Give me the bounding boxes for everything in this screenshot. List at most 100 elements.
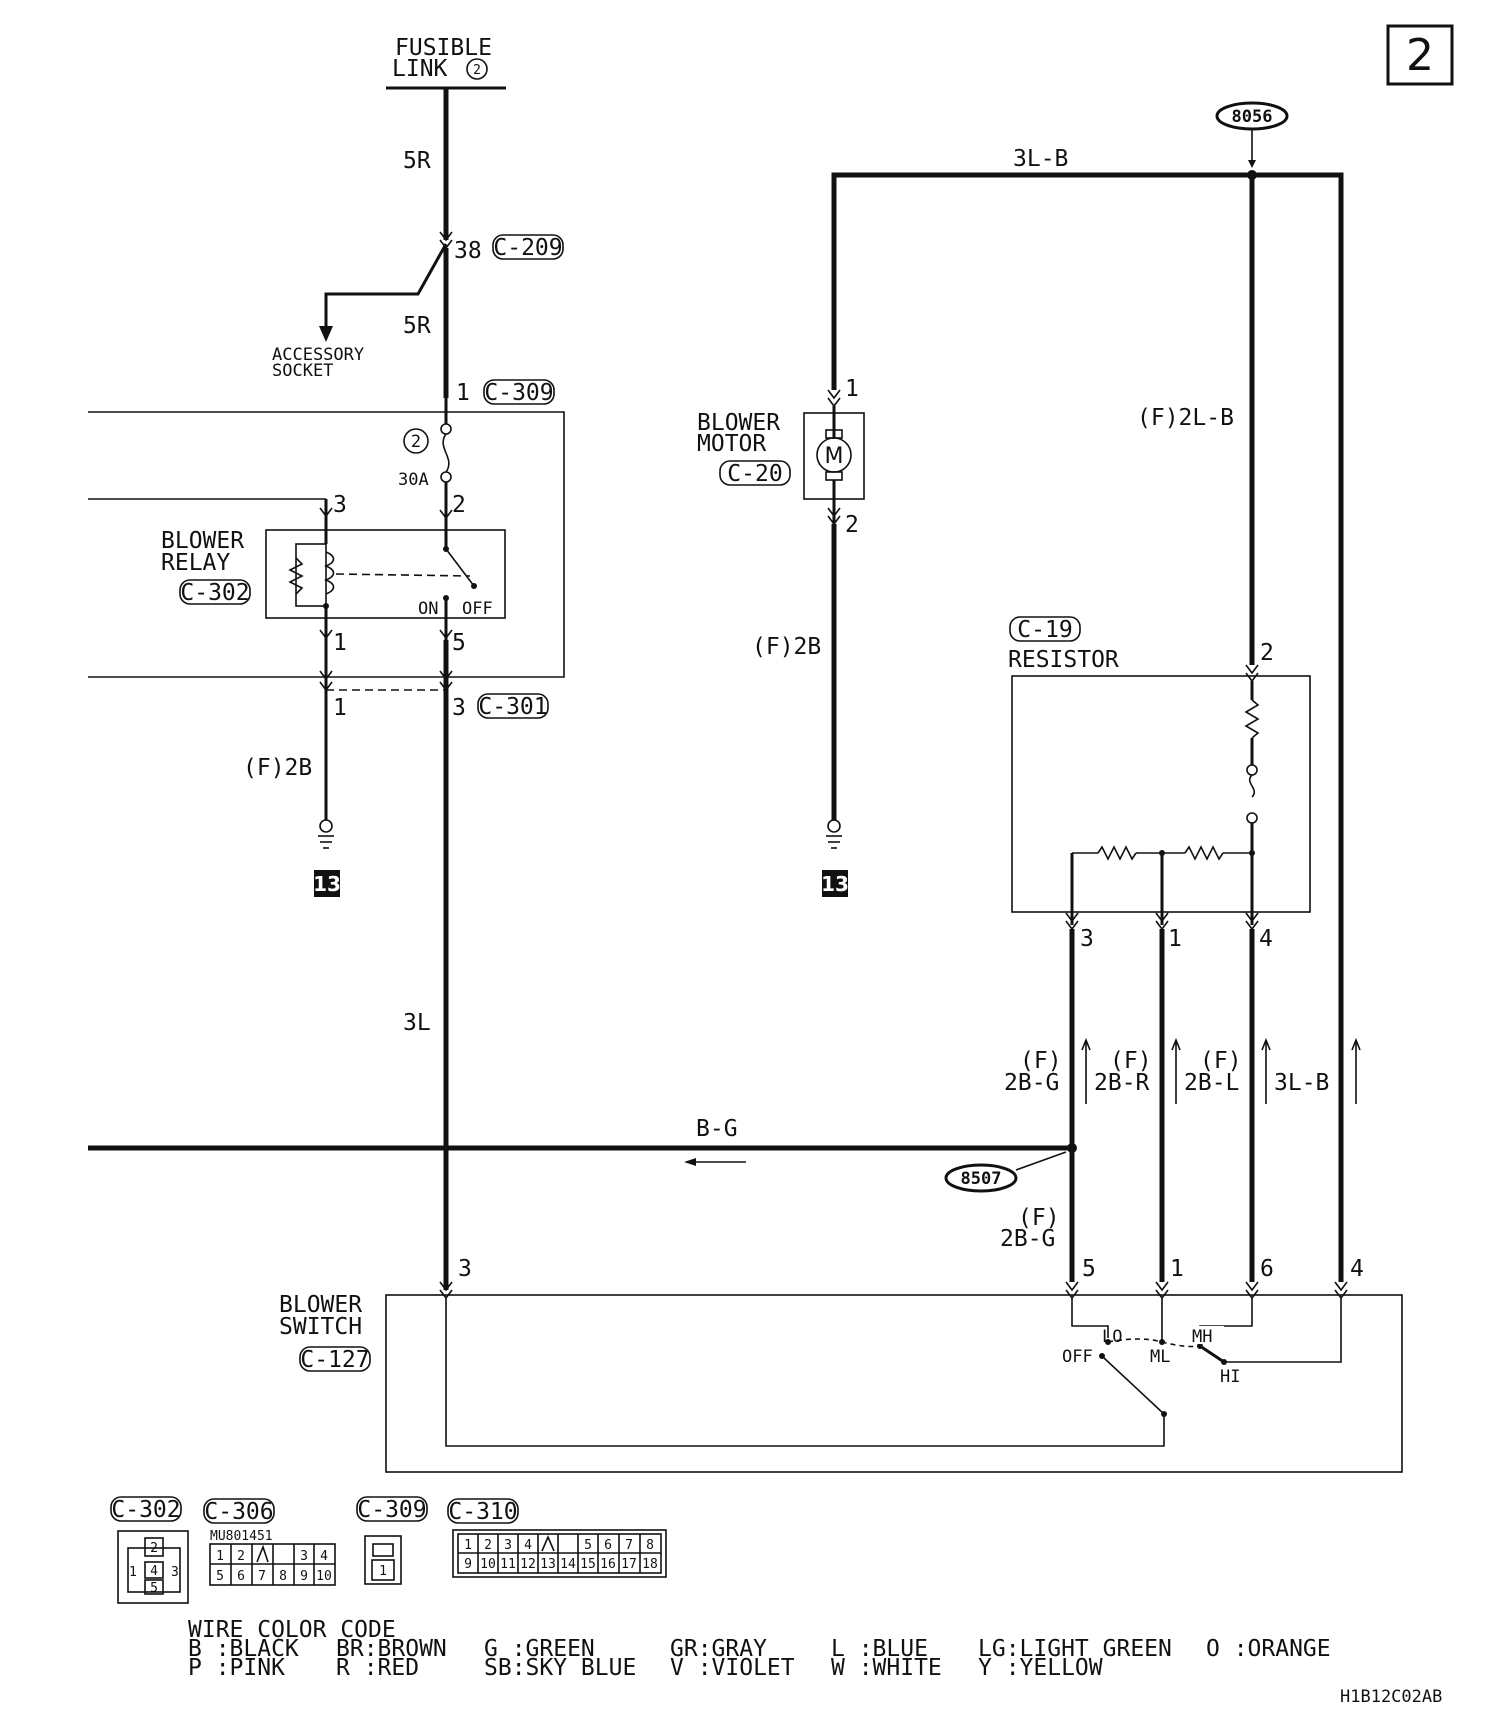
svg-text:4: 4 [1350, 1256, 1364, 1282]
svg-text:(F): (F) [1018, 1205, 1060, 1231]
svg-text:Y :YELLOW: Y :YELLOW [978, 1655, 1103, 1681]
svg-text:HI: HI [1220, 1367, 1240, 1387]
fuse-30a: 2 30A [398, 398, 453, 532]
connector-view-c306: C-306 MU801451 1 2 3 4 5 6 7 8 9 10 [203, 1498, 336, 1586]
svg-text:3: 3 [1080, 926, 1094, 952]
svg-text:2: 2 [237, 1549, 245, 1564]
svg-text:3: 3 [171, 1565, 179, 1580]
blower-motor: BLOWER MOTOR M 13 [697, 389, 865, 897]
svg-text:5R: 5R [403, 313, 431, 339]
document-code: H1B12C02AB [1340, 1687, 1442, 1707]
svg-text:10: 10 [480, 1557, 496, 1572]
svg-text:GR:GRAY: GR:GRAY [670, 1636, 767, 1662]
svg-text:14: 14 [560, 1557, 576, 1572]
svg-text:6: 6 [1260, 1256, 1274, 1282]
svg-text:1: 1 [216, 1549, 224, 1564]
svg-text:2: 2 [1260, 640, 1274, 666]
svg-text:MOTOR: MOTOR [697, 431, 766, 457]
svg-text:B :BLACK: B :BLACK [188, 1636, 299, 1662]
svg-text:(F)2B: (F)2B [243, 755, 312, 781]
svg-text:MU801451: MU801451 [210, 1529, 273, 1544]
svg-text:5: 5 [150, 1581, 158, 1596]
svg-text:5: 5 [216, 1569, 224, 1584]
svg-text:9: 9 [300, 1569, 308, 1584]
svg-text:1: 1 [1170, 1256, 1184, 1282]
svg-text:4: 4 [524, 1538, 532, 1553]
svg-text:3: 3 [300, 1549, 308, 1564]
svg-text:C-310: C-310 [448, 1499, 517, 1525]
svg-text:1: 1 [129, 1565, 137, 1580]
svg-text:C-20: C-20 [727, 461, 782, 487]
svg-text:13: 13 [821, 872, 849, 896]
svg-text:SWITCH: SWITCH [279, 1314, 362, 1340]
svg-text:BLOWER: BLOWER [279, 1292, 362, 1318]
svg-text:(F): (F) [1110, 1048, 1152, 1074]
svg-text:C-306: C-306 [204, 1499, 273, 1525]
wire-bg: B-G [88, 1116, 1077, 1166]
connector-c127-tag: C-127 [299, 1346, 371, 1373]
blower-switch: BLOWER SWITCH OFF LO ML MH HI [279, 1281, 1403, 1473]
svg-text:3L-B: 3L-B [1274, 1070, 1329, 1096]
svg-text:SOCKET: SOCKET [272, 361, 333, 381]
svg-text:11: 11 [500, 1557, 516, 1572]
svg-text:(F): (F) [1020, 1048, 1062, 1074]
svg-text:C-309: C-309 [357, 1497, 426, 1523]
svg-text:3: 3 [504, 1538, 512, 1553]
svg-text:2: 2 [473, 63, 481, 78]
svg-text:L :BLUE: L :BLUE [831, 1636, 928, 1662]
blower-relay: BLOWER RELAY ON OFF [161, 499, 506, 640]
connector-view-c302: C-302 2 1 4 3 5 [110, 1496, 189, 1604]
svg-text:2B-R: 2B-R [1094, 1070, 1150, 1096]
svg-text:1: 1 [845, 376, 859, 402]
svg-text:ACCESSORY: ACCESSORY [272, 345, 364, 365]
svg-text:RELAY: RELAY [161, 550, 230, 576]
svg-text:2: 2 [411, 432, 421, 452]
svg-text:C-309: C-309 [484, 380, 553, 406]
svg-text:5R: 5R [403, 148, 431, 174]
svg-text:(F)2L-B: (F)2L-B [1137, 405, 1234, 431]
svg-text:1: 1 [456, 380, 470, 406]
svg-text:3L-B: 3L-B [1013, 146, 1068, 172]
svg-text:4: 4 [150, 1564, 158, 1579]
svg-text:(F)2B: (F)2B [752, 634, 821, 660]
connector-c302-tag: C-302 [179, 579, 251, 606]
svg-text:MH: MH [1192, 1327, 1212, 1347]
svg-text:8056: 8056 [1232, 107, 1273, 127]
svg-text:C-302: C-302 [180, 580, 249, 606]
svg-text:BR:BROWN: BR:BROWN [336, 1636, 447, 1662]
relay-pins-lower [319, 629, 453, 1290]
svg-text:2B-G: 2B-G [1000, 1226, 1055, 1252]
svg-text:16: 16 [600, 1557, 616, 1572]
svg-text:12: 12 [520, 1557, 536, 1572]
svg-text:15: 15 [580, 1557, 596, 1572]
svg-text:3: 3 [458, 1256, 472, 1282]
svg-text:2: 2 [150, 1541, 158, 1556]
svg-text:2B-G: 2B-G [1004, 1070, 1059, 1096]
svg-text:1: 1 [1168, 926, 1182, 952]
connector-c20-tag: C-20 [719, 460, 791, 487]
svg-text:C-302: C-302 [111, 1497, 180, 1523]
svg-text:7: 7 [258, 1569, 266, 1584]
svg-text:O :ORANGE: O :ORANGE [1206, 1636, 1331, 1662]
svg-text:M: M [825, 444, 844, 469]
svg-text:C-19: C-19 [1017, 617, 1072, 643]
svg-text:8507: 8507 [961, 1169, 1002, 1189]
svg-text:2: 2 [1406, 30, 1434, 81]
svg-text:6: 6 [604, 1538, 612, 1553]
svg-text:1: 1 [333, 695, 347, 721]
connector-c19-tag: C-19 [1009, 616, 1081, 643]
wire-3lb-top: 3L-B [831, 146, 1344, 1282]
svg-text:W :WHITE: W :WHITE [831, 1655, 942, 1681]
svg-text:ML: ML [1150, 1347, 1170, 1367]
connector-view-c309: C-309 1 [356, 1496, 428, 1585]
svg-text:WIRE COLOR CODE: WIRE COLOR CODE [188, 1617, 396, 1643]
svg-text:P :PINK: P :PINK [188, 1655, 285, 1681]
splice-8507: 8507 [944, 1151, 1067, 1193]
svg-text:G :GREEN: G :GREEN [484, 1636, 595, 1662]
connector-c309-tag: C-309 [483, 379, 555, 406]
page-number: 2 [1386, 24, 1454, 86]
svg-text:FUSIBLE: FUSIBLE [395, 35, 492, 61]
svg-text:13: 13 [313, 872, 341, 896]
svg-text:2: 2 [484, 1538, 492, 1553]
